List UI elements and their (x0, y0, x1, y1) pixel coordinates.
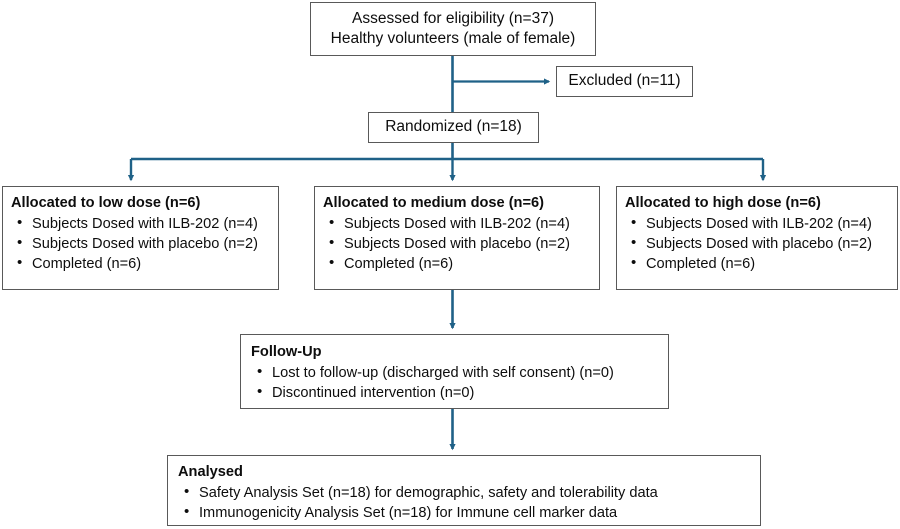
follow-up-bullet-list: Lost to follow-up (discharged with self … (251, 362, 662, 403)
high-dose-bullet-list: Subjects Dosed with ILB-202 (n=4) Subjec… (625, 213, 891, 274)
low-dose-bullet-2: Subjects Dosed with placebo (n=2) (11, 233, 272, 254)
excluded-label: Excluded (n=11) (568, 72, 681, 90)
low-dose-bullet-1: Subjects Dosed with ILB-202 (n=4) (11, 213, 272, 234)
analysed-heading: Analysed (178, 464, 243, 480)
node-randomized: Randomized (n=18) (368, 112, 539, 143)
follow-up-bullet-2: Discontinued intervention (n=0) (251, 382, 662, 403)
low-dose-bullet-3: Completed (n=6) (11, 253, 272, 274)
high-dose-heading: Allocated to high dose (n=6) (625, 195, 821, 211)
analysed-bullet-2: Immunogenicity Analysis Set (n=18) for I… (178, 502, 754, 523)
low-dose-heading: Allocated to low dose (n=6) (11, 195, 201, 211)
follow-up-bullet-1: Lost to follow-up (discharged with self … (251, 362, 662, 383)
high-dose-bullet-3: Completed (n=6) (625, 253, 891, 274)
node-allocated-high-dose: Allocated to high dose (n=6) Subjects Do… (616, 186, 898, 290)
node-analysed: Analysed Safety Analysis Set (n=18) for … (167, 455, 761, 526)
node-allocated-low-dose: Allocated to low dose (n=6) Subjects Dos… (2, 186, 279, 290)
follow-up-heading: Follow-Up (251, 344, 322, 360)
node-follow-up: Follow-Up Lost to follow-up (discharged … (240, 334, 669, 409)
medium-dose-bullet-1: Subjects Dosed with ILB-202 (n=4) (323, 213, 593, 234)
node-excluded: Excluded (n=11) (556, 66, 693, 97)
node-assessed-for-eligibility: Assessed for eligibility (n=37) Healthy … (310, 2, 596, 56)
analysed-bullet-1: Safety Analysis Set (n=18) for demograph… (178, 482, 754, 503)
node-allocated-medium-dose: Allocated to medium dose (n=6) Subjects … (314, 186, 600, 290)
assessed-line-2: Healthy volunteers (male of female) (330, 30, 576, 47)
high-dose-bullet-2: Subjects Dosed with placebo (n=2) (625, 233, 891, 254)
medium-dose-heading: Allocated to medium dose (n=6) (323, 195, 544, 211)
medium-dose-bullet-list: Subjects Dosed with ILB-202 (n=4) Subjec… (323, 213, 593, 274)
assessed-line-1: Assessed for eligibility (n=37) (351, 9, 555, 27)
medium-dose-bullet-2: Subjects Dosed with placebo (n=2) (323, 233, 593, 254)
low-dose-bullet-list: Subjects Dosed with ILB-202 (n=4) Subjec… (11, 213, 272, 274)
high-dose-bullet-1: Subjects Dosed with ILB-202 (n=4) (625, 213, 891, 234)
medium-dose-bullet-3: Completed (n=6) (323, 253, 593, 274)
analysed-bullet-list: Safety Analysis Set (n=18) for demograph… (178, 482, 754, 523)
randomized-label: Randomized (n=18) (385, 118, 522, 136)
